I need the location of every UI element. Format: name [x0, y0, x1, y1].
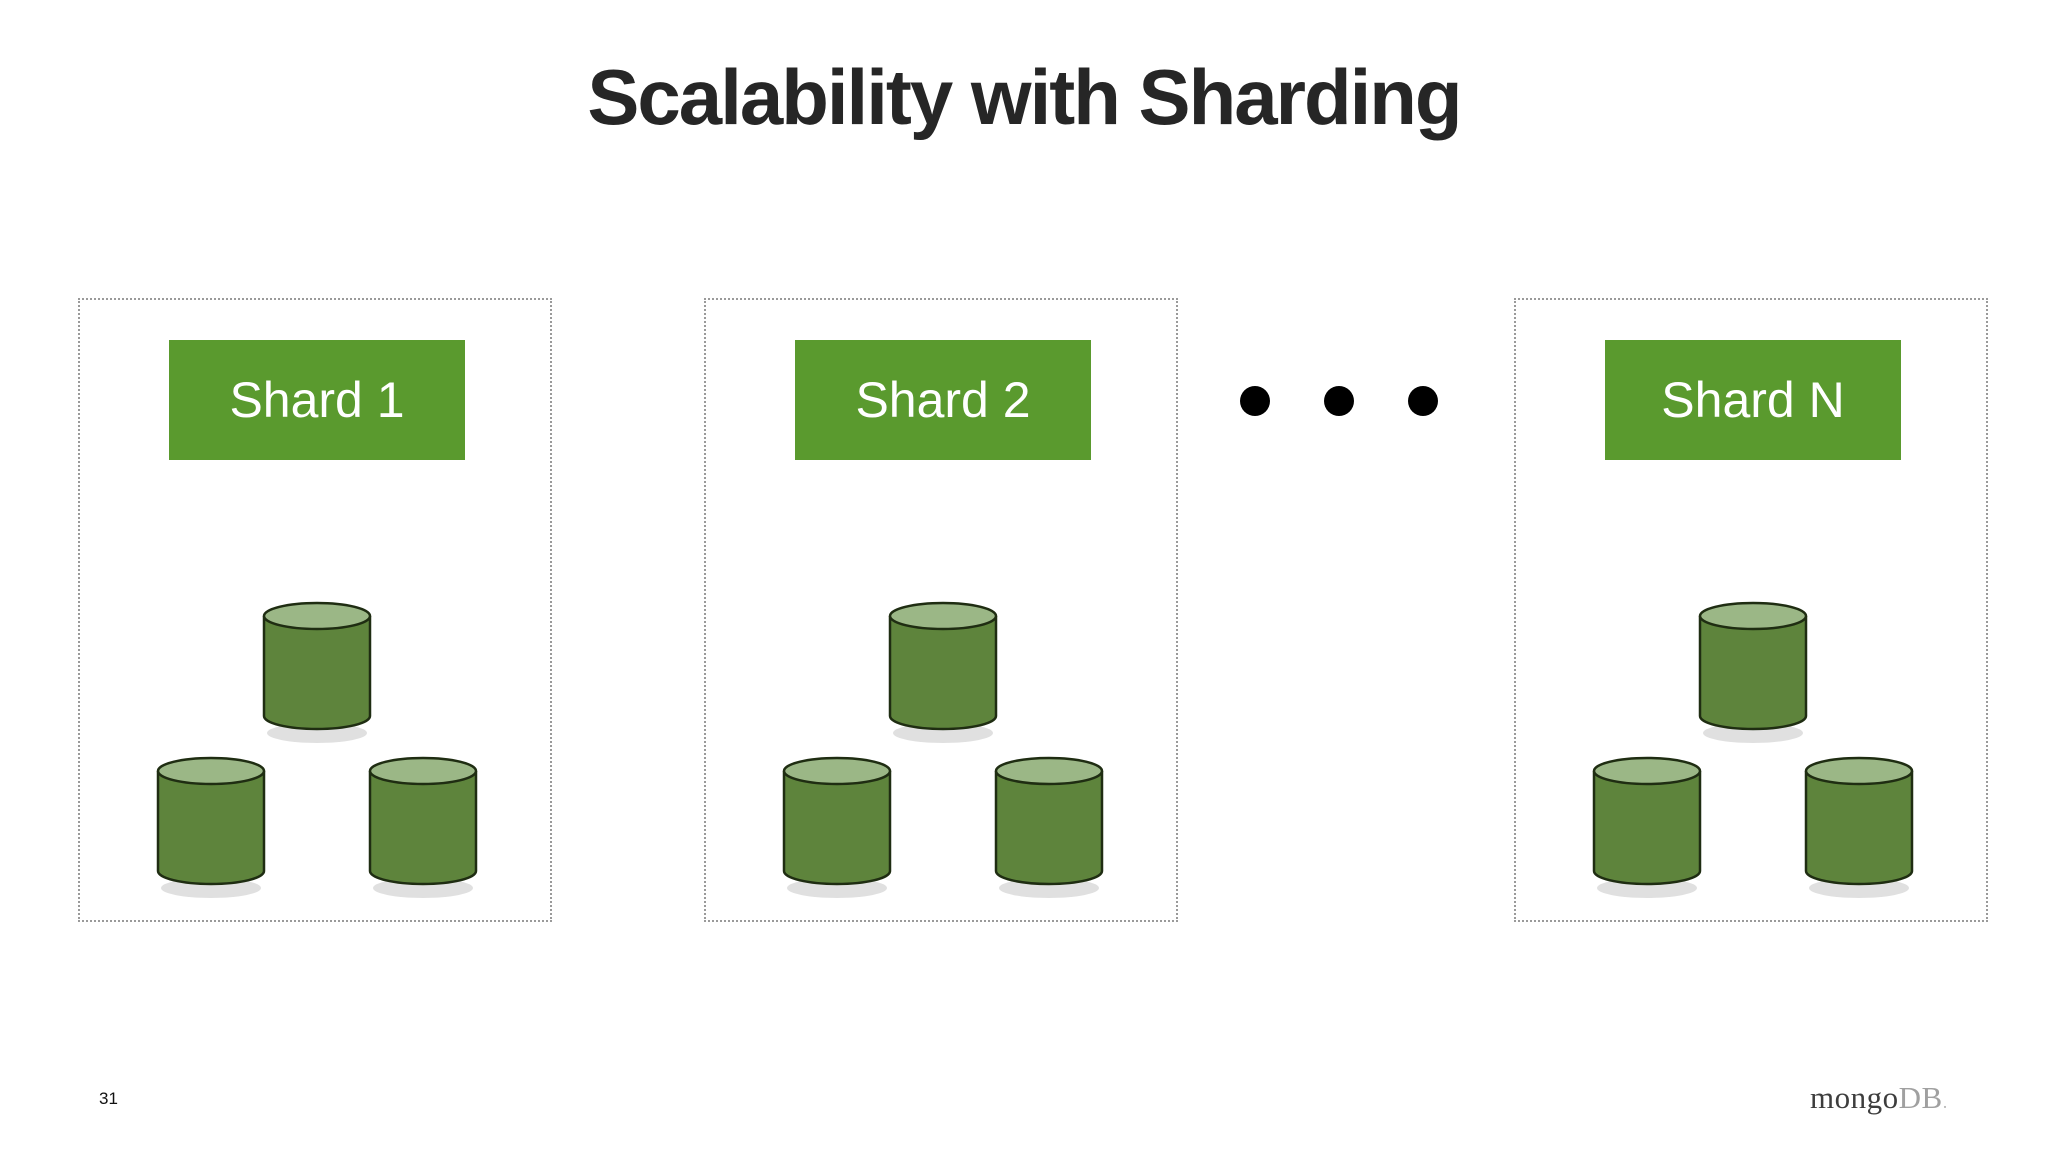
database-cylinder-icon — [262, 601, 372, 743]
mongodb-logo: mongoDB. — [1810, 1080, 1948, 1116]
shard-container-n: Shard N — [1514, 298, 1988, 922]
database-cylinder-icon — [782, 756, 892, 898]
replica-set-n — [1592, 601, 1914, 898]
shard-label-n: Shard N — [1605, 340, 1901, 460]
slide-title: Scalability with Sharding — [587, 53, 1462, 141]
slide-number: 31 — [99, 1089, 118, 1108]
shard-label-1: Shard 1 — [169, 340, 465, 460]
logo-text-db: DB — [1898, 1080, 1943, 1115]
replica-set-1 — [156, 601, 478, 898]
database-cylinder-icon — [1698, 601, 1808, 743]
database-cylinder-icon — [368, 756, 478, 898]
database-cylinder-icon — [156, 756, 266, 898]
logo-text-mongo: mongo — [1810, 1080, 1899, 1115]
database-cylinder-icon — [1592, 756, 1702, 898]
logo-text-dot: . — [1942, 1092, 1948, 1112]
database-cylinder-icon — [994, 756, 1104, 898]
ellipsis-dots-icon — [1240, 386, 1438, 416]
database-cylinder-icon — [1804, 756, 1914, 898]
shard-container-2: Shard 2 — [704, 298, 1178, 922]
shard-label-2: Shard 2 — [795, 340, 1091, 460]
replica-set-2 — [782, 601, 1104, 898]
shard-container-1: Shard 1 — [78, 298, 552, 922]
database-cylinder-icon — [888, 601, 998, 743]
